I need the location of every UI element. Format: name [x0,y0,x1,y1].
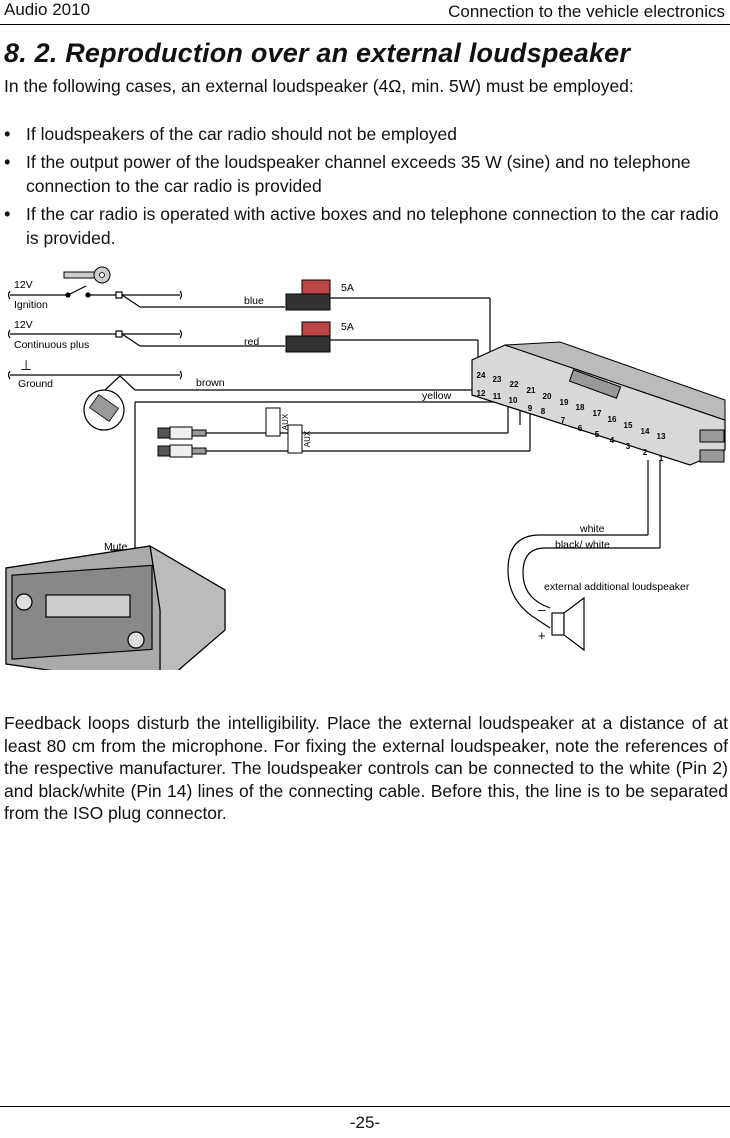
pin-label: 9 [528,404,533,413]
pin-label: 13 [657,432,666,441]
pin-label: 4 [610,436,615,445]
iso-connector [471,341,726,466]
speaker-plus: + [538,628,546,643]
pin-label: 23 [493,375,502,384]
pin-label: 3 [626,442,631,451]
pin-label: 6 [578,424,583,433]
pin-label: 24 [477,371,486,380]
pin-label: 11 [493,392,502,401]
pin-label: 18 [576,403,585,412]
case-list: •If loudspeakers of the car radio should… [4,122,728,254]
header-chapter: Connection to the vehicle electronics [448,2,725,21]
pin-numbers: 24 23 22 21 20 19 18 17 16 15 14 13 12 1… [477,371,666,463]
pin-label: 7 [561,416,566,425]
page-number: -25- [349,1113,381,1132]
wire-white-label: white [579,523,605,535]
ground-connector-icon [83,389,125,431]
wire-brown-label: brown [196,377,225,389]
pin-label: 15 [624,421,633,430]
aux-label-1: AUX [281,413,290,430]
pin-label: 22 [510,380,519,389]
pin-label: 12 [477,389,486,398]
mute-label: Mute [104,541,128,553]
continuous-voltage: 12V [14,319,33,331]
pin-label: 1 [659,454,664,463]
bullet-icon: • [4,204,11,224]
list-item: •If loudspeakers of the car radio should… [4,124,457,144]
header-rule [0,24,730,25]
loudspeaker-icon [551,596,585,652]
bullet-icon: • [4,152,11,172]
ground-label: Ground [18,378,53,390]
section-title: 8. 2. Reproduction over an external loud… [4,38,631,68]
intro-paragraph: In the following cases, an external loud… [4,76,634,96]
header-product: Audio 2010 [4,0,91,19]
pin-label: 2 [643,448,648,457]
wire-red-label: red [244,336,259,348]
wire-black-white-label: black/ white [555,539,610,551]
pin-label: 19 [560,398,569,407]
pin-label: 21 [527,386,536,395]
ground-symbol: ⊥ [20,357,32,373]
fuse-rating-2: 5A [341,321,354,333]
pin-label: 8 [541,407,546,416]
pin-label: 20 [543,392,552,401]
speaker-label: external additional loudspeaker [544,581,690,593]
wire-blue-label: blue [244,295,264,307]
footer-rule [0,1106,730,1107]
fuse-rating-1: 5A [341,282,354,294]
pin-label: 17 [593,409,602,418]
ignition-voltage: 12V [14,279,33,291]
bullet-icon: • [4,124,11,144]
feedback-paragraph: Feedback loops disturb the intelligibili… [4,713,728,823]
list-item: •If the car radio is operated with activ… [4,204,719,248]
aux-label-2: AUX [303,430,312,447]
pin-label: 10 [509,396,518,405]
rca-plug-icon [157,426,207,458]
pin-label: 5 [595,430,600,439]
pin-label: 14 [641,427,650,436]
speaker-minus: – [538,602,546,617]
car-radio-icon [5,544,226,670]
ignition-key-icon [63,266,111,284]
list-item: •If the output power of the loudspeaker … [4,152,691,196]
ignition-label: Ignition [14,299,48,311]
wiring-diagram: AUX AUX 24 23 22 21 20 19 18 17 16 15 14… [5,266,726,670]
pin-label: 16 [608,415,617,424]
continuous-label: Continuous plus [14,339,89,351]
wire-yellow-label: yellow [422,390,452,402]
fuse-icon [285,279,331,353]
